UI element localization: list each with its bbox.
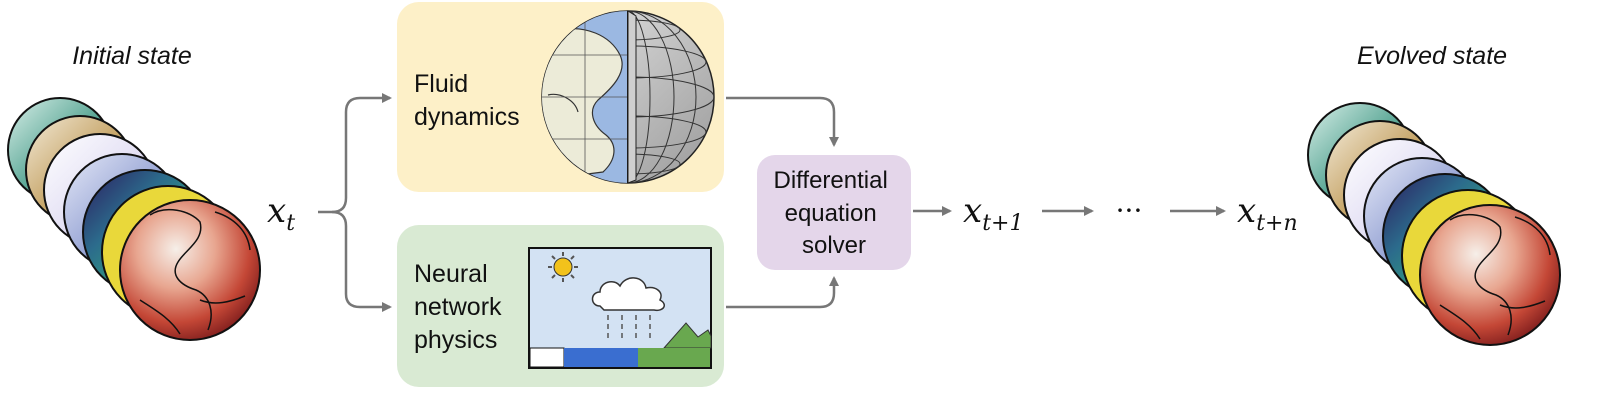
- solver-box: Differential equation solver: [757, 155, 911, 270]
- ellipsis: ···: [1116, 194, 1143, 227]
- solver-panel: [757, 155, 911, 270]
- globe-layer-front: [1419, 204, 1561, 346]
- weather-scene-icon: [528, 247, 712, 369]
- solver-label: Differential equation solver: [774, 167, 895, 259]
- cloud-icon: [591, 277, 665, 312]
- arrow-fluid-to-solver: [726, 96, 839, 147]
- fluid-dynamics-box: Fluid dynamics: [397, 2, 724, 192]
- earth-grid-icon: [541, 10, 715, 184]
- branch-arrows: [318, 93, 392, 312]
- arrow-to-nn: [331, 210, 392, 312]
- evolved-state-title: Evolved state: [1357, 42, 1507, 70]
- sun-icon: [548, 252, 578, 282]
- final-variable: xt+n: [1237, 191, 1298, 236]
- globe-layer-front: [119, 199, 261, 341]
- arrow-to-fluid: [318, 93, 392, 214]
- initial-state-title: Initial state: [72, 42, 192, 70]
- rain-icon: [607, 315, 651, 340]
- nn-physics-box: Neural network physics: [397, 225, 724, 387]
- mountain-icon: [662, 322, 712, 349]
- nn-physics-label: Neural network physics: [414, 260, 509, 354]
- initial-state-globe-stack: [7, 97, 261, 341]
- evolved-state-globe-stack: [1307, 102, 1561, 346]
- input-variable: xt: [267, 191, 295, 236]
- merge-arrows: [726, 96, 839, 309]
- next-variable: xt+1: [963, 191, 1023, 236]
- fluid-dynamics-label: Fluid dynamics: [414, 70, 520, 131]
- arrow-nn-to-solver: [726, 276, 839, 309]
